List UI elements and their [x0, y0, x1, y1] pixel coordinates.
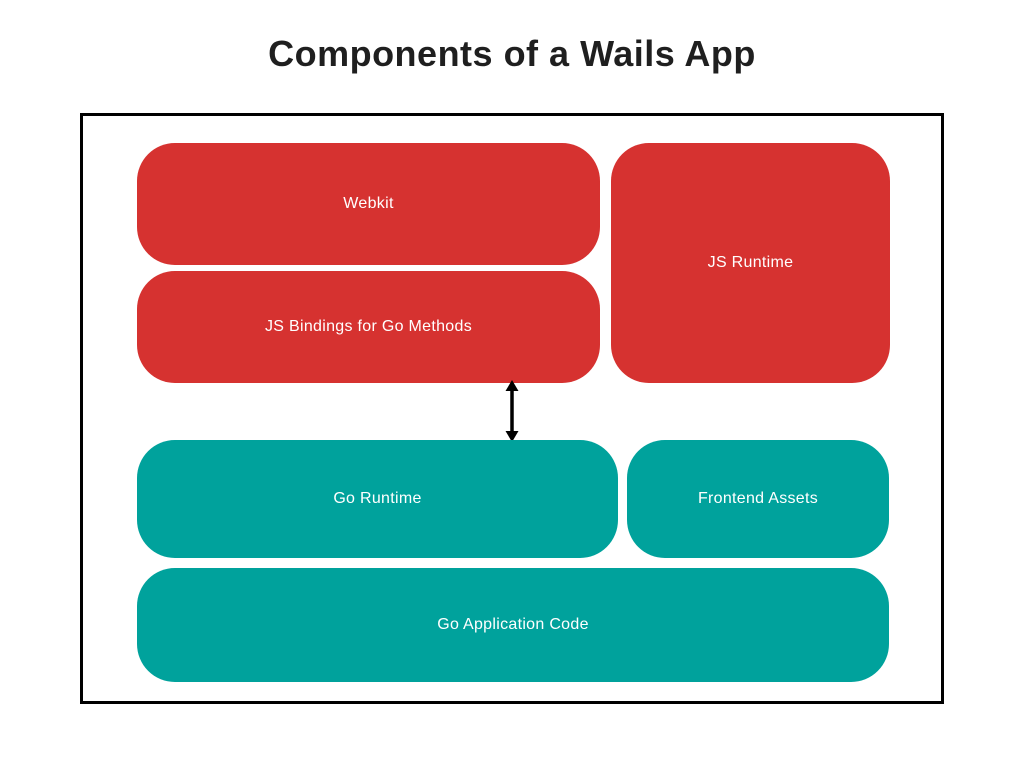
box-go-runtime-label: Go Runtime: [333, 490, 422, 507]
box-go-application-code-label: Go Application Code: [437, 616, 589, 633]
box-js-runtime-label: JS Runtime: [707, 254, 794, 271]
diagram-title: Components of a Wails App: [268, 33, 756, 74]
box-go-application-code: Go Application Code: [137, 568, 889, 682]
box-frontend-assets: Frontend Assets: [627, 440, 889, 558]
box-frontend-assets-label: Frontend Assets: [697, 490, 819, 507]
box-js-bindings-label: JS Bindings for Go Methods: [264, 318, 472, 335]
box-js-bindings: JS Bindings for Go Methods: [137, 271, 600, 383]
box-webkit: Webkit: [137, 143, 600, 265]
box-webkit-label: Webkit: [343, 195, 394, 212]
box-js-runtime: JS Runtime: [611, 143, 890, 383]
bidirectional-arrow-icon: [505, 380, 519, 442]
box-go-runtime: Go Runtime: [137, 440, 618, 558]
